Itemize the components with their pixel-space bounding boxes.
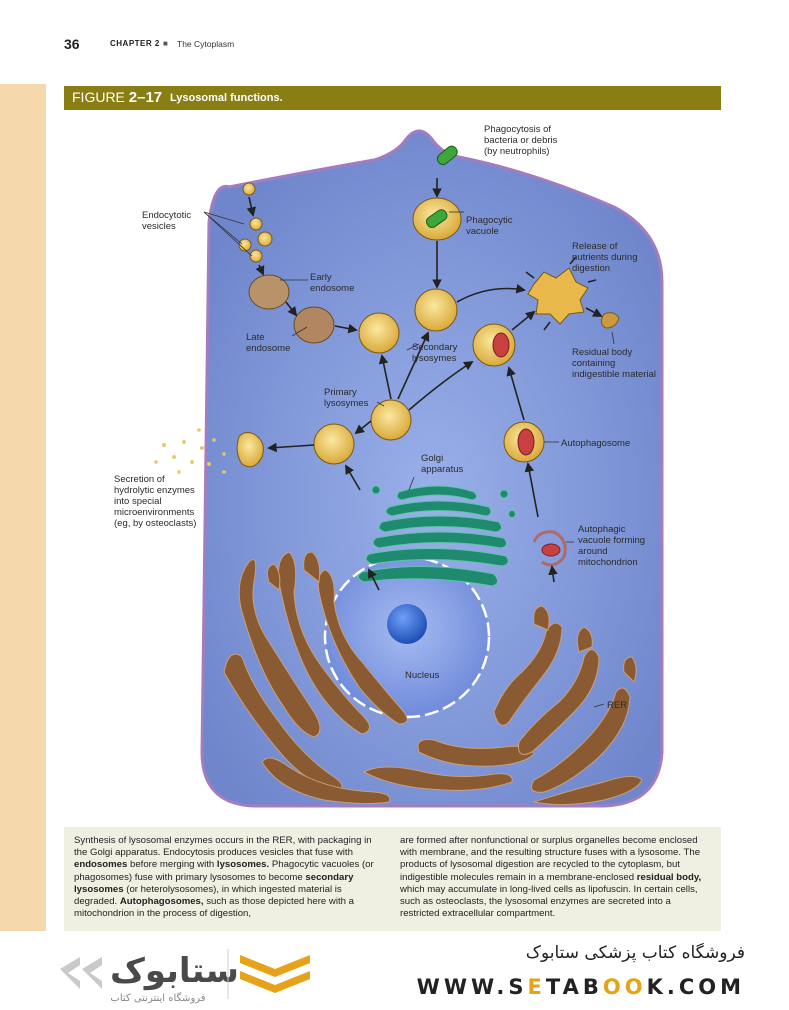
page-number: 36	[64, 36, 80, 52]
secondary-lysosome	[358, 312, 400, 354]
chapter-label: CHAPTER 2	[110, 39, 160, 48]
chapter-title: The Cytoplasm	[177, 39, 235, 49]
label-golgi: Golgi apparatus	[421, 453, 464, 475]
label-release: Release of nutrients during digestion	[572, 241, 640, 274]
store-url: WWW.SETABOOK.COM	[416, 975, 745, 999]
caption-fragment: (or heterolysosomes), in which ingested …	[74, 883, 342, 908]
endocytotic-vesicles	[238, 182, 273, 263]
rough-endoplasmic-reticulum	[223, 551, 643, 806]
caption-fragment: before merging with	[127, 859, 217, 871]
caption-fragment: endosomes	[74, 859, 128, 871]
caption-fragment: are formed after nonfunctional or surplu…	[400, 835, 701, 883]
caption-fragment: residual body,	[636, 871, 702, 883]
primary-lysosome-1	[370, 399, 412, 441]
caption-fragment: which may accumulate in long-lived cells…	[400, 883, 698, 920]
secreted-enzymes	[154, 428, 226, 474]
figure-label: FIGURE 2–17	[72, 89, 162, 106]
caption-fragment: secondary lysosomes	[74, 871, 354, 895]
caption-column-1: Synthesis of lysosomal enzymes occurs in…	[74, 835, 384, 920]
early-endosome	[248, 274, 290, 310]
label-autophagosome: Autophagosome	[561, 438, 630, 449]
svg-text:ستابوک: ستابوک	[110, 951, 239, 991]
autophagic-vacuole	[532, 530, 567, 567]
label-phagocytosis: Phagocytosis of bacteria or debris (by n…	[484, 124, 560, 157]
caption-fragment: Phago­cytic vacuoles (or phagosomes) fus…	[74, 859, 374, 883]
side-band	[0, 84, 46, 932]
digesting-lysosome	[527, 267, 589, 325]
secretion-vesicle	[236, 432, 264, 468]
setabook-logo: ستابوک فروشگاه اینترنتی کتاب	[60, 949, 310, 1004]
caption-fragment: Autophagosomes,	[119, 896, 204, 908]
page-header: 36 CHAPTER 2 ■ The Cytoplasm	[0, 28, 789, 58]
chapter-separator: ■	[163, 39, 168, 48]
residual-body	[600, 312, 620, 329]
figure-caption: Synthesis of lysosomal enzymes occurs in…	[64, 827, 721, 931]
caption-fragment: Synthesis of lysosomal enzymes occurs in…	[74, 835, 372, 859]
secondary-lysosome-phagocytic	[414, 288, 458, 332]
golgi-apparatus	[358, 485, 516, 587]
figure-label-prefix: FIGURE	[72, 89, 129, 105]
phagocytic-vacuole	[412, 197, 462, 241]
figure-title-bar: FIGURE 2–17 Lysosomal functions.	[64, 86, 721, 110]
label-nucleus: Nucleus	[405, 670, 440, 681]
label-residual-body: Residual body containing indigestible ma…	[572, 347, 656, 380]
label-phagocytic-vacuole: Phagocytic vacuole	[466, 215, 515, 237]
figure-number: 2–17	[128, 89, 163, 106]
label-early-endosome: Early endosome	[310, 272, 354, 294]
caption-fragment: such as those depicted here with a mitoc…	[74, 896, 354, 920]
label-secretion: Secretion of hydrolytic enzymes into spe…	[114, 474, 197, 529]
caption-column-2: are formed after nonfunctional or surplu…	[400, 835, 710, 920]
phagocytosed-bacterium	[436, 145, 458, 166]
primary-lysosome-2	[313, 423, 355, 465]
store-name-persian: فروشگاه کتاب پزشکی ستابوک	[525, 943, 745, 963]
figure-title: Lysosomal functions.	[170, 92, 283, 104]
lysosome-diagram: Phagocytosis of bacteria or debris (by n…	[64, 112, 721, 827]
footer-banner: ستابوک فروشگاه اینترنتی کتاب فروشگاه کتا…	[0, 931, 789, 1010]
label-late-endosome: Late endosome	[246, 332, 290, 354]
label-rer: RER	[607, 700, 627, 711]
logo-subtitle: فروشگاه اینترنتی کتاب	[110, 992, 205, 1004]
late-endosome	[293, 306, 335, 344]
label-autophagic-vacuole: Autophagic vacuole forming around mitoch…	[578, 524, 648, 568]
caption-fragment: lysosomes.	[216, 859, 270, 871]
label-primary-lysosymes: Primary lysosymes	[324, 387, 369, 409]
nucleolus	[387, 604, 427, 644]
label-secondary-lysosymes: Secondary lysosymes	[412, 342, 460, 364]
label-endocytotic-vesicles: Endocytotic vesicles	[142, 210, 194, 232]
